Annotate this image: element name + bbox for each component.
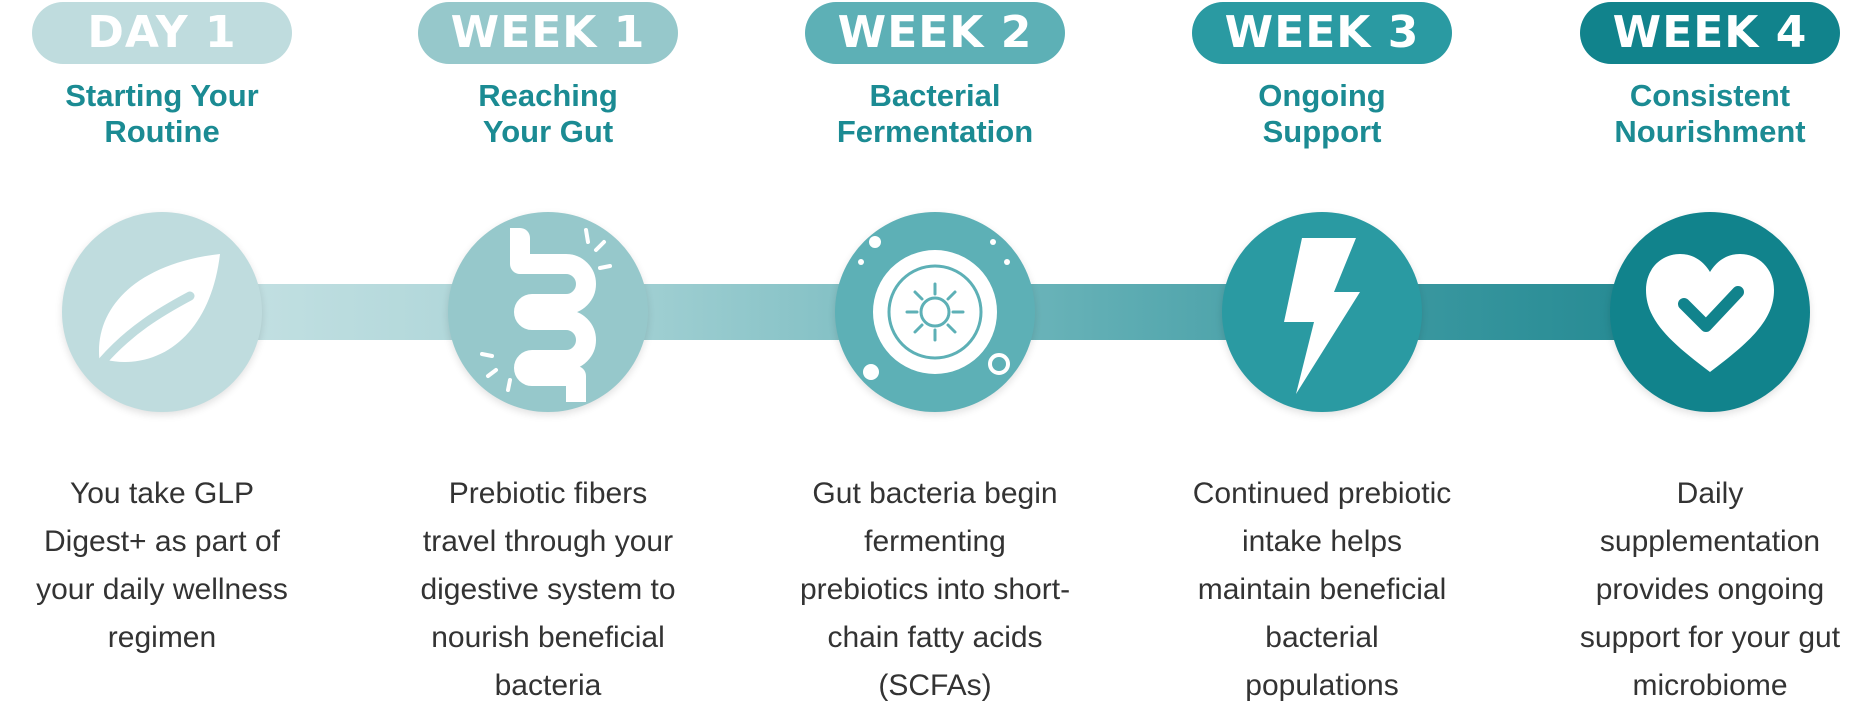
timeline-stage-day-1: DAY 1 Starting Your Routine You take GLP…	[0, 0, 356, 712]
stage-subtitle: Reaching Your Gut	[354, 78, 742, 150]
stage-icon-circle	[1222, 212, 1422, 412]
description-line: Gut bacteria begin	[812, 477, 1058, 510]
description-line: Daily	[1676, 477, 1744, 510]
description-line: your daily wellness	[36, 573, 288, 606]
description-line: microbiome	[1632, 669, 1788, 702]
description-line: intake helps	[1241, 525, 1403, 558]
description-line: travel through your	[422, 525, 674, 558]
stage-subtitle: Consistent Nourishment	[1516, 78, 1872, 150]
stage-icon-circle	[835, 212, 1035, 412]
stage-label: DAY 1	[32, 2, 292, 64]
stage-description: Gut bacteria begin fermenting prebiotics…	[749, 470, 1121, 710]
stage-subtitle-line: Support	[1262, 114, 1382, 149]
stage-subtitle-line: Nourishment	[1614, 114, 1806, 149]
description-line: Prebiotic fibers	[448, 477, 648, 510]
description-line: nourish beneficial	[431, 621, 665, 654]
stage-subtitle: Starting Your Routine	[0, 78, 356, 150]
stage-description: Continued prebiotic intake helps maintai…	[1136, 470, 1508, 710]
stage-subtitle-line: Fermentation	[836, 114, 1034, 149]
stage-subtitle-line: Bacterial	[869, 78, 1001, 113]
description-line: You take GLP	[69, 477, 255, 510]
description-line: digestive system to	[420, 573, 676, 606]
description-line: support for your gut	[1579, 621, 1841, 654]
stage-description: Daily supplementation provides ongoing s…	[1524, 470, 1872, 710]
description-line: bacterial	[1265, 621, 1379, 654]
stage-description: Prebiotic fibers travel through your dig…	[362, 470, 734, 710]
description-line: populations	[1245, 669, 1399, 702]
description-line: regimen	[107, 621, 217, 654]
description-line: chain fatty acids	[827, 621, 1043, 654]
stage-label: WEEK 3	[1192, 2, 1452, 64]
stage-label: WEEK 4	[1580, 2, 1840, 64]
intestine-icon	[480, 228, 612, 402]
stage-subtitle-line: Ongoing	[1258, 78, 1386, 113]
description-line: provides ongoing	[1595, 573, 1825, 606]
timeline-stage-week-1: WEEK 1 Reaching Your Gut Prebiotic fiber…	[354, 0, 742, 712]
stage-icon-circle	[1610, 212, 1810, 412]
timeline-stage-week-4: WEEK 4 Consistent Nourishment Daily supp…	[1516, 0, 1872, 712]
description-line: Continued prebiotic	[1192, 477, 1452, 510]
stage-subtitle-line: Starting Your	[65, 78, 259, 113]
heart-check-icon	[1646, 254, 1774, 372]
stage-subtitle-line: Consistent	[1629, 78, 1791, 113]
timeline-stage-week-2: WEEK 2 Bacterial Fermentation	[741, 0, 1129, 712]
description-line: fermenting	[864, 525, 1006, 558]
stage-subtitle-line: Reaching	[478, 78, 618, 113]
description-line: bacteria	[494, 669, 602, 702]
description-line: maintain beneficial	[1197, 573, 1447, 606]
stage-description: You take GLP Digest+ as part of your dai…	[0, 470, 348, 662]
bacteria-icon	[858, 236, 1010, 380]
leaf-icon	[97, 254, 220, 367]
timeline-stage-week-3: WEEK 3 Ongoing Support Continued prebiot…	[1128, 0, 1516, 712]
lightning-bolt-icon	[1284, 238, 1360, 394]
description-line: Digest+ as part of	[44, 525, 280, 558]
stage-label: WEEK 2	[805, 2, 1065, 64]
stage-icon-circle	[448, 212, 648, 412]
stage-subtitle: Bacterial Fermentation	[741, 78, 1129, 150]
stage-icon-circle	[62, 212, 262, 412]
stage-label: WEEK 1	[418, 2, 678, 64]
stage-subtitle-line: Your Gut	[482, 114, 614, 149]
stage-subtitle-line: Routine	[104, 114, 220, 149]
description-line: prebiotics into short-	[799, 573, 1071, 606]
description-line: (SCFAs)	[878, 669, 992, 702]
description-line: supplementation	[1599, 525, 1821, 558]
stage-subtitle: Ongoing Support	[1128, 78, 1516, 150]
